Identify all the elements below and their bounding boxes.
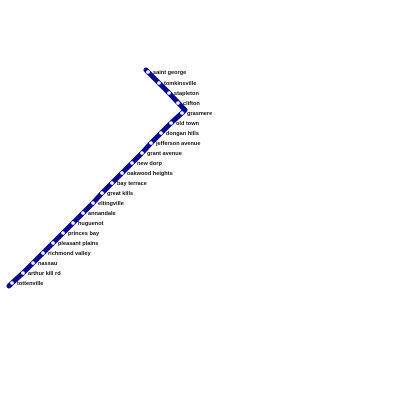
station-label-great-kills: great kills [107,191,133,197]
stations-group: saint george tomkinsville stapleton clifton… [10,70,212,287]
station-marker-annandale [81,211,85,215]
station-marker-old-town [169,121,173,125]
station-label-clifton: clifton [183,101,200,107]
station-marker-arthur-kill-rd [21,271,25,275]
station-marker-nassau [31,261,35,265]
station-marker-jefferson-avenue [149,141,153,145]
station-marker-saint-george [146,70,150,74]
station-marker-tottenville [10,281,14,285]
station-label-bay-terrace: bay terrace [117,181,147,187]
station-label-annandale: annandale [88,211,116,217]
station-marker-richmond-valley [41,251,45,255]
station-label-tottenville: tottenville [17,281,43,287]
station-label-new-dorp: new dorp [137,161,162,167]
station-marker-new-dorp [130,161,134,165]
station-label-saint-george: saint george [153,70,186,76]
station-label-nassau: nassau [38,261,58,267]
station-marker-clifton [176,101,180,105]
station-label-eltingville: eltingville [98,201,124,207]
station-label-pleasant-plains: pleasant plains [58,241,98,247]
station-label-princes-bay: princes bay [68,231,100,237]
route-line [6,67,188,289]
station-label-dongan-hills: dongan hills [166,131,199,137]
station-marker-grant-avenue [140,151,144,155]
station-label-oakwood-heights: oakwood heights [127,171,173,177]
station-marker-tomkinsville [157,81,161,85]
station-label-old-town: old town [176,121,200,127]
station-marker-bay-terrace [110,181,114,185]
station-marker-huguenot [71,221,75,225]
station-marker-grasmere [180,111,184,115]
station-label-arthur-kill-rd: arthur kill rd [28,271,61,277]
station-label-grant-avenue: grant avenue [147,151,182,157]
station-label-stapleton: stapleton [174,91,199,97]
station-marker-dongan-hills [159,131,163,135]
station-marker-oakwood-heights [120,171,124,175]
station-marker-great-kills [100,191,104,195]
station-label-tomkinsville: tomkinsville [164,81,196,87]
station-marker-pleasant-plains [51,241,55,245]
station-label-grasmere: grasmere [187,111,212,117]
station-label-jefferson-avenue: jefferson avenue [155,141,200,147]
station-marker-eltingville [91,201,95,205]
station-marker-stapleton [167,91,171,95]
station-label-richmond-valley: richmond valley [48,251,91,257]
station-marker-princes-bay [61,231,65,235]
station-label-huguenot: huguenot [78,221,104,227]
